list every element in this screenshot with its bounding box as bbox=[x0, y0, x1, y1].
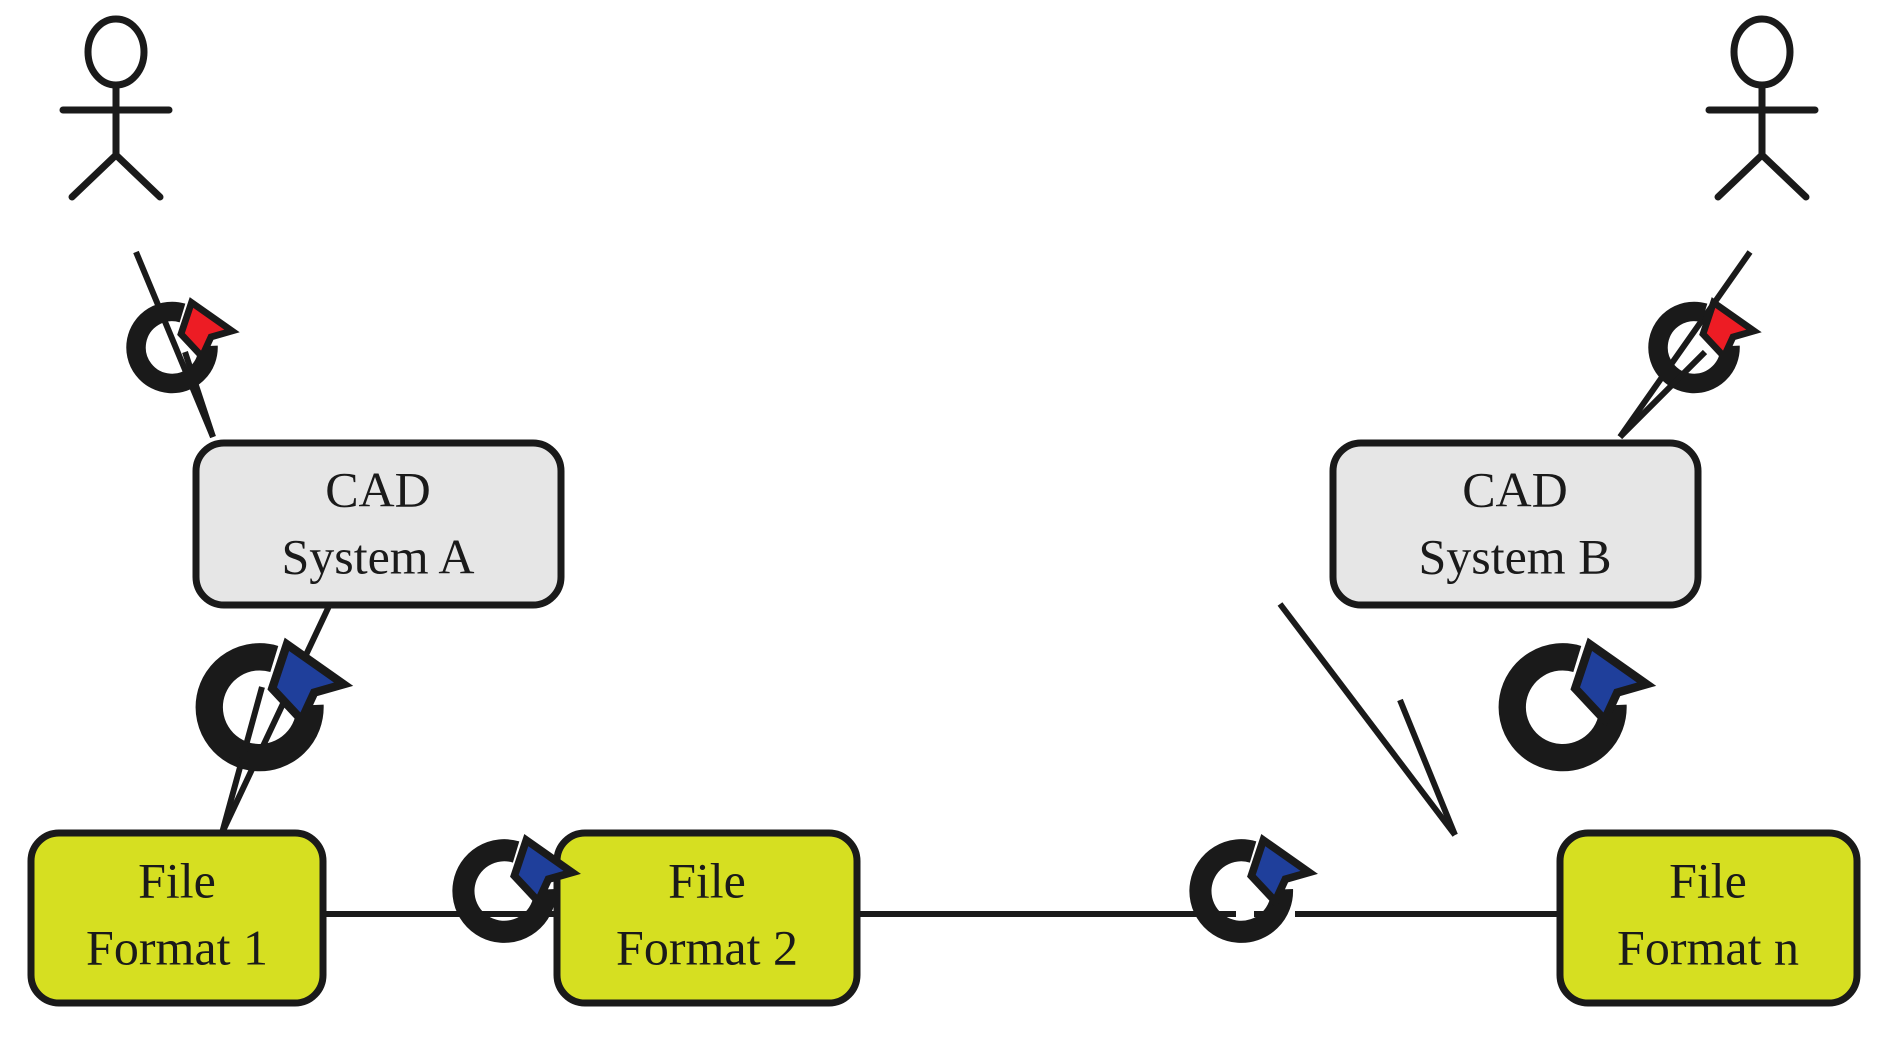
cad-system-b-label-line1: CAD bbox=[1462, 461, 1568, 517]
actor-left-leg-1 bbox=[68, 151, 120, 201]
file-format-1-label-line2: Format 1 bbox=[86, 919, 268, 975]
file-format-2-node[interactable]: File Format 2 bbox=[553, 829, 861, 1007]
link-cad-b-file-n-overlay bbox=[1397, 698, 1458, 837]
link-cad-a-file-1 bbox=[219, 602, 333, 835]
cad-system-a-node[interactable]: CAD System A bbox=[192, 439, 565, 609]
file-format-2-box[interactable] bbox=[553, 829, 861, 1007]
actor-right bbox=[1705, 15, 1819, 201]
format-conversion-icon-cad-a-file-1[interactable] bbox=[209, 644, 343, 757]
manual-rework-icon-user-a[interactable] bbox=[136, 303, 232, 384]
file-format-2-label-line1: File bbox=[668, 852, 746, 908]
manual-rework-icon-user-b[interactable] bbox=[1658, 303, 1754, 384]
file-format-n-label-line1: File bbox=[1669, 852, 1747, 908]
file-format-1-box[interactable] bbox=[27, 829, 327, 1007]
actor-left-leg-2 bbox=[112, 151, 164, 201]
actor-left bbox=[59, 15, 173, 201]
file-format-n-box[interactable] bbox=[1556, 829, 1861, 1007]
file-format-1-label-line1: File bbox=[138, 852, 216, 908]
link-actor-a-cad-a-overlay bbox=[182, 351, 216, 438]
connector-overlay-layer bbox=[182, 349, 1708, 837]
actor-right-leg-2 bbox=[1758, 151, 1810, 201]
file-format-1-node[interactable]: File Format 1 bbox=[27, 829, 327, 1007]
file-format-n-label-line2: Format n bbox=[1617, 919, 1799, 975]
connector-layer bbox=[133, 250, 1753, 917]
actor-right-leg-1 bbox=[1714, 151, 1766, 201]
file-format-n-node[interactable]: File Format n bbox=[1556, 829, 1861, 1007]
cad-system-b-box[interactable] bbox=[1329, 439, 1702, 609]
cad-system-a-box[interactable] bbox=[192, 439, 565, 609]
actor-right-head bbox=[1730, 15, 1794, 89]
cad-system-b-label-line2: System B bbox=[1418, 528, 1611, 584]
cad-system-a-label-line2: System A bbox=[281, 528, 474, 584]
format-conversion-icon-cad-b-file-n[interactable] bbox=[1512, 644, 1646, 757]
cad-system-b-node[interactable]: CAD System B bbox=[1329, 439, 1702, 609]
link-actor-b-cad-b-overlay bbox=[1617, 349, 1708, 440]
cad-system-a-label-line1: CAD bbox=[325, 461, 431, 517]
link-actor-b-cad-b bbox=[1617, 250, 1753, 439]
format-conversion-icon-file-2-file-n[interactable] bbox=[1200, 840, 1309, 932]
link-cad-b-file-n bbox=[1277, 602, 1458, 837]
file-format-2-label-line2: Format 2 bbox=[616, 919, 798, 975]
link-cad-a-file-1-overlay bbox=[219, 686, 265, 834]
actor-left-head bbox=[84, 15, 148, 89]
